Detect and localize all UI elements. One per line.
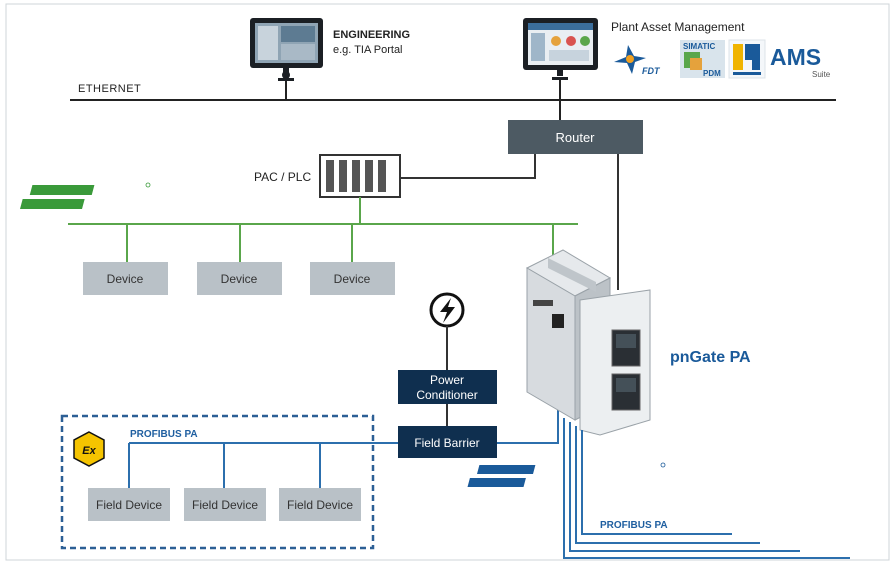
engineering-monitor-icon [250, 18, 323, 81]
field-device-box-1 [88, 488, 170, 521]
device-label-2: Device [221, 272, 258, 286]
profibus-logo-icon [467, 462, 666, 487]
plc-rack-icon [319, 154, 401, 198]
gateway-name: pnGate PA [670, 349, 751, 366]
device-box-1 [83, 262, 168, 295]
figure-frame [5, 3, 890, 561]
device-box-2 [197, 262, 282, 295]
device-box-3 [310, 262, 395, 295]
device-label-1: Device [107, 272, 144, 286]
ex-symbol-text: Ex [82, 445, 96, 457]
ams-logo-text: AMS [770, 44, 821, 70]
profibus-line-3 [569, 422, 800, 552]
field-bus-label: PROFIBUS PA [130, 429, 198, 440]
engineering-title: ENGINEERING [333, 29, 410, 41]
bottom-bus-label: PROFIBUS PA [600, 520, 668, 531]
fdt-logo: FDT [614, 45, 661, 76]
power-conditioner-line1: Power [430, 373, 464, 387]
ex-hazard-icon: Ex [73, 431, 105, 467]
ams-suite-logo: AMS Suite [770, 44, 831, 79]
router-label: Router [555, 130, 595, 145]
field-barrier-label: Field Barrier [414, 436, 479, 450]
pac-plc-label: PAC / PLC [254, 170, 311, 184]
router-plc-link [400, 154, 536, 179]
router-box [508, 120, 643, 154]
hazardous-area-zone [60, 414, 375, 550]
pngate-device-icon [525, 249, 651, 436]
pactware-logo-icon [728, 39, 766, 79]
simatic-pdm-logo: SIMATIC PDM [680, 40, 725, 78]
simatic-text: SIMATIC [683, 42, 716, 51]
field-device-label-3: Field Device [287, 498, 353, 512]
device-label-3: Device [334, 272, 371, 286]
fdt-logo-text: FDT [642, 66, 661, 76]
field-device-label-1: Field Device [96, 498, 162, 512]
profibus-line-1 [581, 430, 732, 535]
asset-monitor-icon [523, 18, 598, 80]
pdm-text: PDM [703, 69, 721, 78]
ams-suite-text: Suite [812, 70, 831, 79]
field-device-label-2: Field Device [192, 498, 258, 512]
engineering-subtitle: e.g. TIA Portal [333, 44, 403, 56]
field-device-box-3 [279, 488, 361, 521]
power-conditioner-box [398, 370, 497, 404]
field-barrier-box [398, 426, 497, 458]
asset-title: Plant Asset Management [611, 20, 745, 34]
ethernet-label: ETHERNET [78, 83, 141, 95]
profibus-line-2 [575, 426, 760, 544]
power-lightning-icon [429, 292, 465, 328]
profibus-line-4 [563, 418, 850, 559]
field-device-box-2 [184, 488, 266, 521]
power-conditioner-line2: Conditioner [416, 388, 477, 402]
profinet-logo-icon [19, 182, 151, 209]
